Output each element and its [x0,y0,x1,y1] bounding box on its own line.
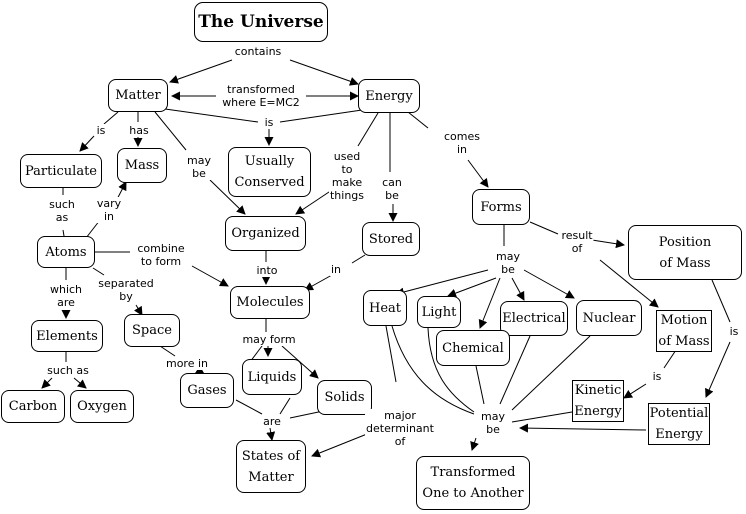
link-used-to-make-things: used to make things [328,150,366,202]
node-energy[interactable]: Energy [358,79,420,113]
node-potential-energy[interactable]: Potential Energy [648,403,710,445]
link-is-particulate: is [95,124,107,137]
link-may-be-forms: may be [495,250,521,276]
node-usually-conserved[interactable]: Usually Conserved [228,147,311,197]
node-kinetic-energy[interactable]: Kinetic Energy [572,380,624,422]
node-molecules[interactable]: Molecules [230,286,310,319]
node-oxygen[interactable]: Oxygen [70,390,134,423]
link-transformed-emc2: transformed where E=MC2 [221,83,301,109]
link-such-as-elements: such as [46,364,90,377]
link-in-stored: in [329,263,343,276]
link-which-are: which are [48,283,84,309]
link-is-conserved: is [263,116,275,129]
node-heat[interactable]: Heat [363,290,407,326]
node-nuclear[interactable]: Nuclear [576,300,642,336]
node-the-universe[interactable]: The Universe [194,2,328,42]
link-may-be-transformed: may be [480,410,506,436]
link-result-of: result of [560,229,594,255]
link-combine-to-form: combine to form [136,242,186,268]
node-mass[interactable]: Mass [117,148,167,183]
node-motion-of-mass[interactable]: Motion of Mass [656,310,712,352]
link-has: has [128,124,150,137]
node-transformed-one-to-another[interactable]: Transformed One to Another [416,456,530,510]
node-electrical[interactable]: Electrical [500,301,568,336]
node-elements[interactable]: Elements [31,320,103,352]
link-vary-in: vary in [95,197,123,223]
node-states-of-matter[interactable]: States of Matter [236,440,306,493]
link-comes-in: comes in [443,130,481,156]
link-may-be-organized: may be [186,154,212,180]
node-chemical[interactable]: Chemical [436,330,510,366]
link-more-in: more in [164,357,210,370]
link-contains: contains [233,45,283,58]
node-stored[interactable]: Stored [362,222,420,256]
node-atoms[interactable]: Atoms [37,236,95,268]
node-space[interactable]: Space [124,314,180,347]
link-is-kinetic: is [651,370,663,383]
node-particulate[interactable]: Particulate [20,154,102,188]
node-matter[interactable]: Matter [108,79,168,112]
node-liquids[interactable]: Liquids [242,359,302,395]
link-into: into [255,264,279,277]
node-solids[interactable]: Solids [317,380,372,415]
link-are: are [262,415,282,428]
link-may-form: may form [241,333,297,346]
node-gases[interactable]: Gases [180,373,234,408]
link-major-determinant-of: major determinant of [365,409,435,448]
node-carbon[interactable]: Carbon [1,390,65,423]
node-position-of-mass[interactable]: Position of Mass [628,225,742,280]
node-forms[interactable]: Forms [472,189,530,225]
node-organized[interactable]: Organized [225,216,306,251]
node-light[interactable]: Light [417,296,461,328]
link-can-be: can be [381,176,403,202]
link-separated-by: separated by [97,277,155,303]
link-is-potential: is [728,325,740,338]
link-such-as-particulate: such as [48,198,76,224]
